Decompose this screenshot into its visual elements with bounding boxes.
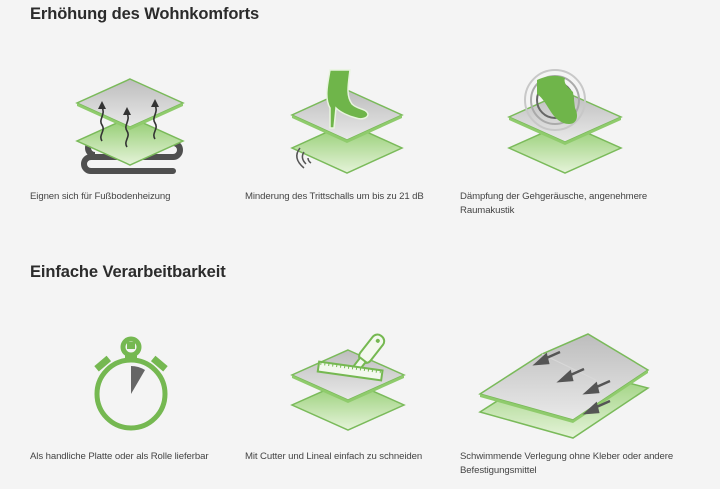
- feature-footstep-damping: Dämpfung der Gehgeräusche, angenehmere R…: [460, 60, 675, 220]
- feature-caption: Dämpfung der Gehgeräusche, angenehmere R…: [460, 191, 648, 216]
- feature-impact-sound: Minderung des Trittschalls um bis zu 21 …: [245, 60, 460, 220]
- footstep-damping-icon: [505, 68, 625, 178]
- impact-sound-icon: [290, 68, 405, 178]
- feature-caption: Mit Cutter und Lineal einfach zu schneid…: [245, 451, 423, 462]
- section-title-processing: Einfache Verarbeitbarkeit: [30, 263, 226, 281]
- feature-caption: Als handliche Platte oder als Rolle lief…: [30, 451, 209, 462]
- feature-caption: Eignen sich für Fußbodenheizung: [30, 191, 171, 202]
- feature-cutter: Mit Cutter und Lineal einfach zu schneid…: [245, 320, 460, 480]
- section-title-comfort: Erhöhung des Wohnkomforts: [30, 5, 260, 23]
- floor-heating-icon: [75, 75, 185, 175]
- floating-installation-icon: [478, 330, 653, 440]
- feature-stopwatch: Als handliche Platte oder als Rolle lief…: [30, 320, 245, 480]
- feature-floor-heating: Eignen sich für Fußbodenheizung: [30, 60, 245, 220]
- stopwatch-icon: [85, 330, 175, 440]
- feature-floating-installation: Schwimmende Verlegung ohne Kleber oder a…: [460, 320, 675, 480]
- feature-caption: Schwimmende Verlegung ohne Kleber oder a…: [460, 451, 674, 476]
- cutter-ruler-icon: [290, 330, 410, 440]
- feature-caption: Minderung des Trittschalls um bis zu 21 …: [245, 191, 424, 202]
